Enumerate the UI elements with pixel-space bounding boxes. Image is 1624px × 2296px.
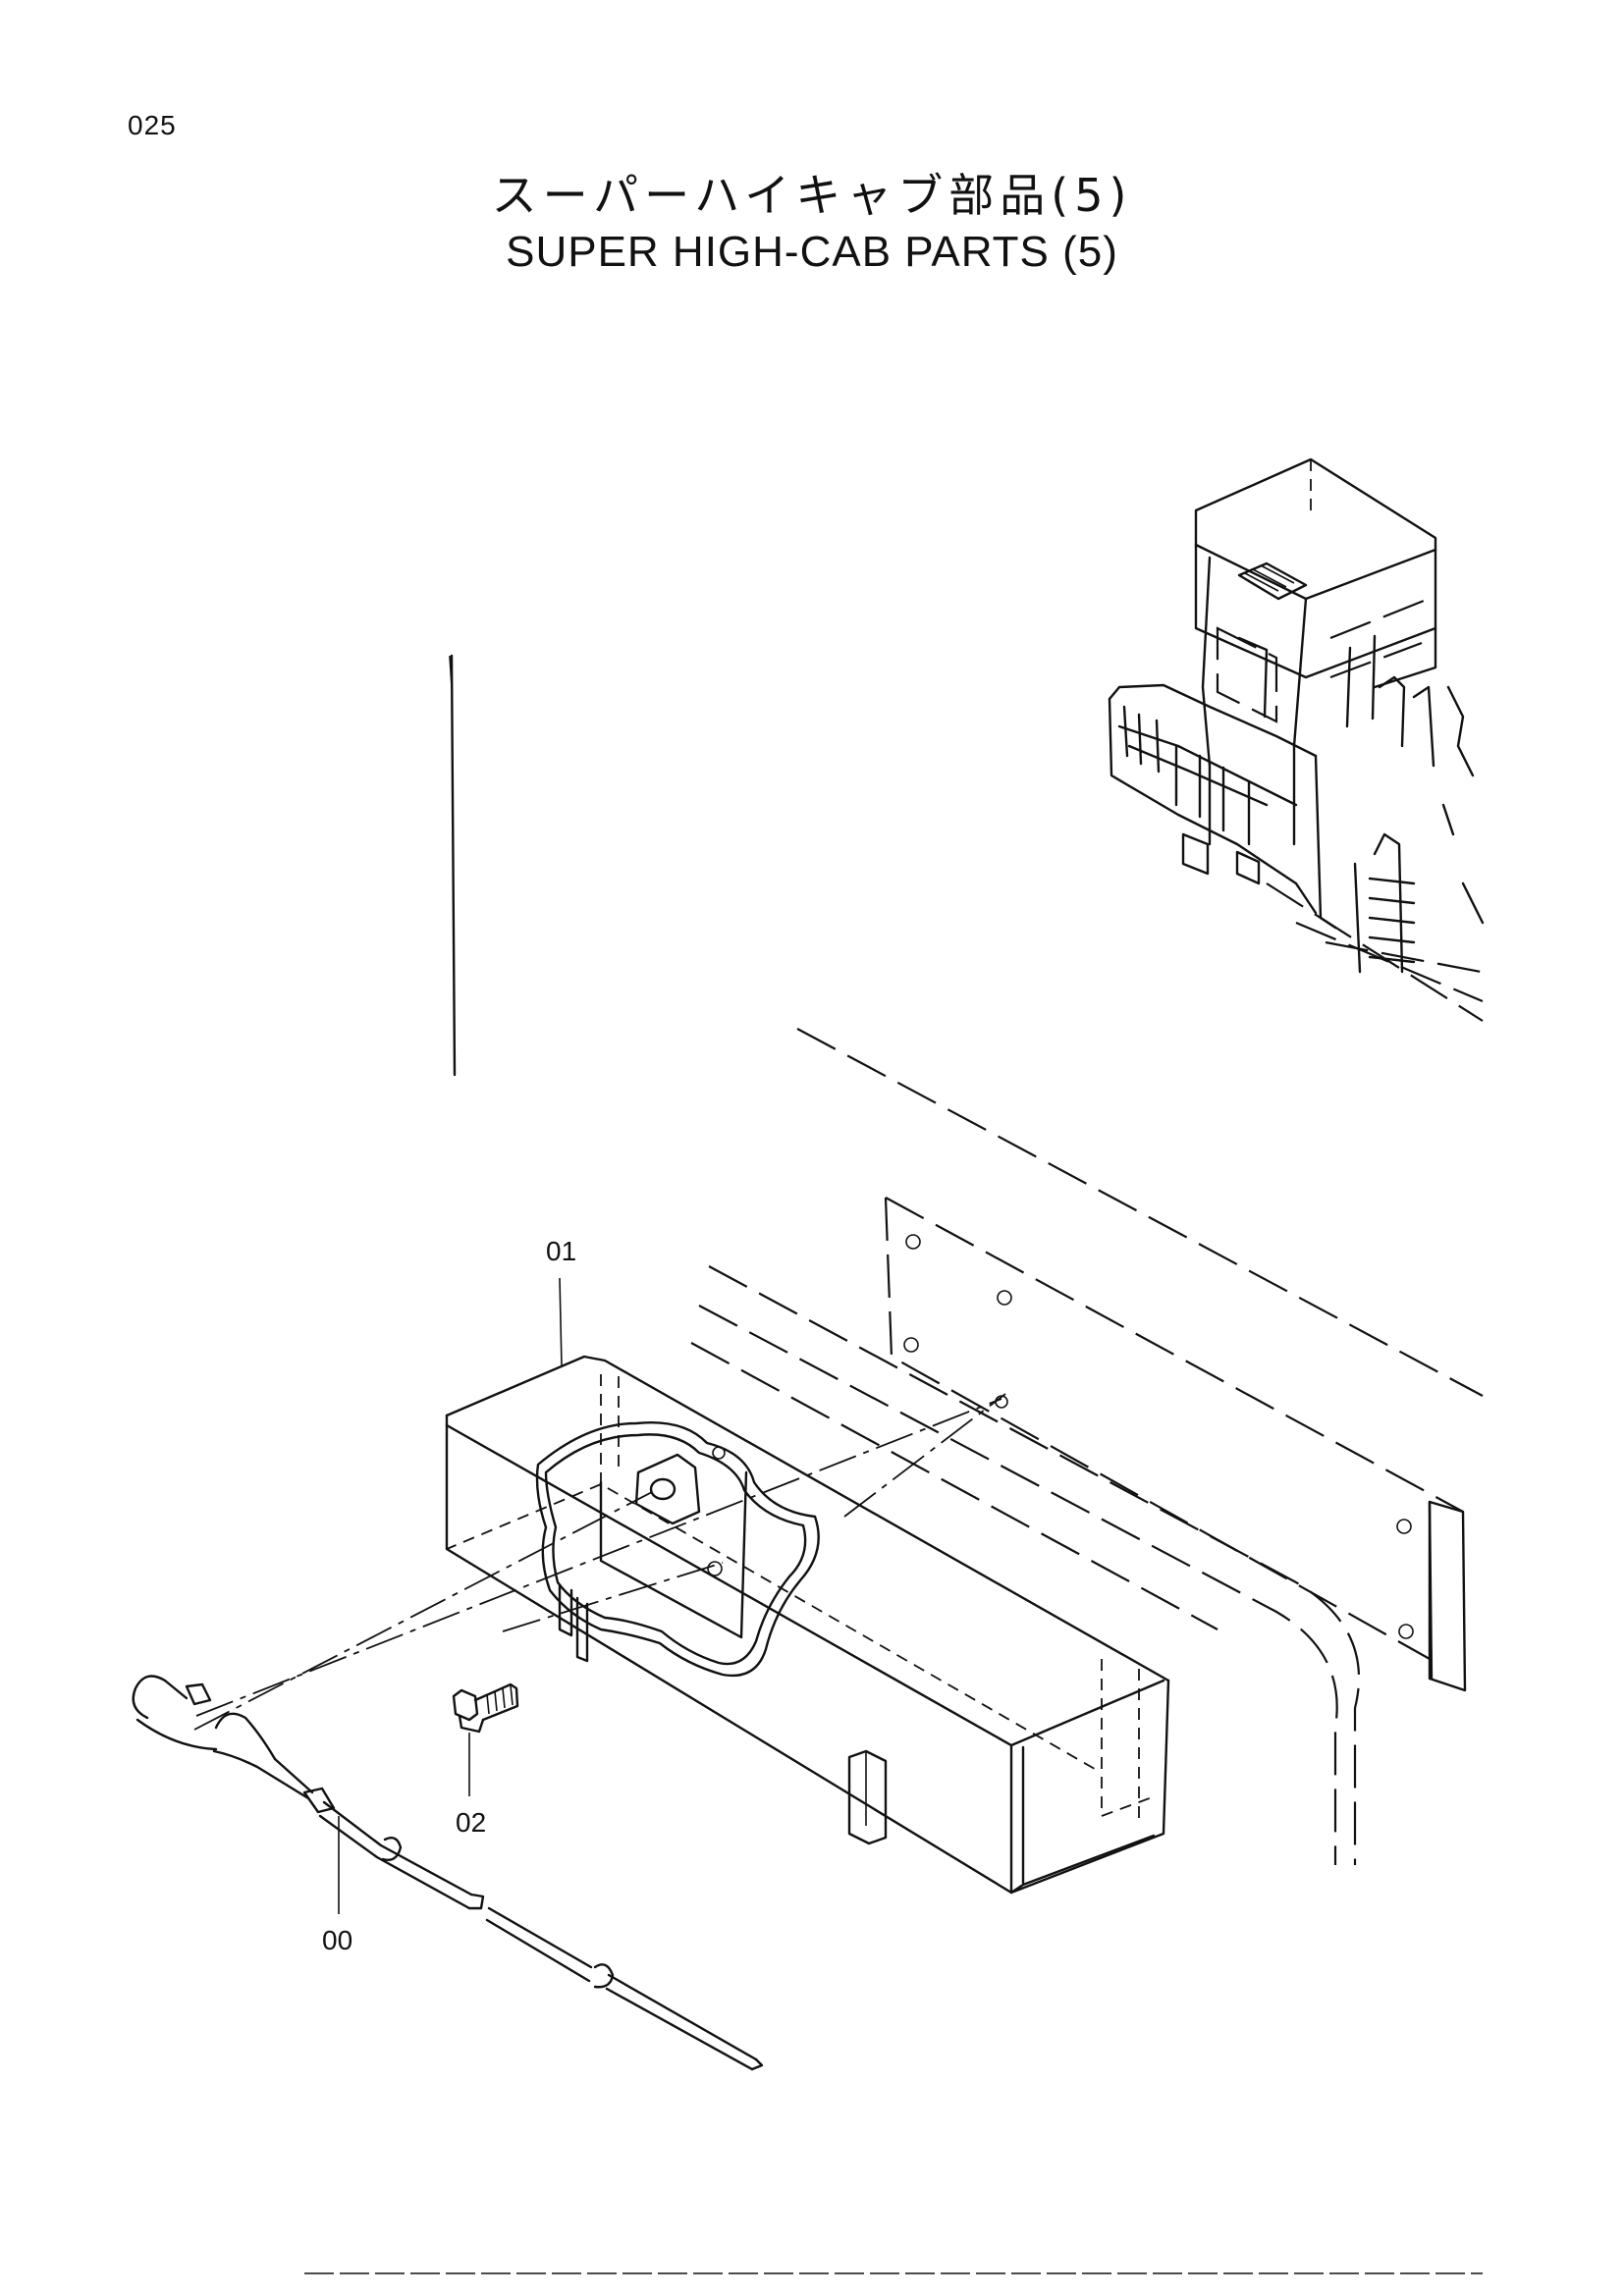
bolt [452,1682,519,1796]
guide-lines [690,1028,1484,1865]
assembly-center-lines [193,1393,1006,1731]
wire-rope [132,1675,764,2071]
page-number: 025 [128,110,177,140]
mounting-plate [884,1197,1467,1692]
page-title-japanese: スーパーハイキャブ部品(5) [491,169,1133,222]
machine-overview [1108,457,1485,1022]
callout-01: 01 [546,1236,576,1266]
margin-line [449,654,457,1077]
callout-leaders [559,1277,563,1367]
page-title: スーパーハイキャブ部品(5) SUPER HIGH-CAB PARTS (5) [0,167,1624,281]
page-title-english: SUPER HIGH-CAB PARTS (5) [506,228,1118,276]
storage-box [445,1355,1170,1895]
callout-02: 02 [456,1807,486,1838]
callout-00: 00 [322,1925,352,1955]
